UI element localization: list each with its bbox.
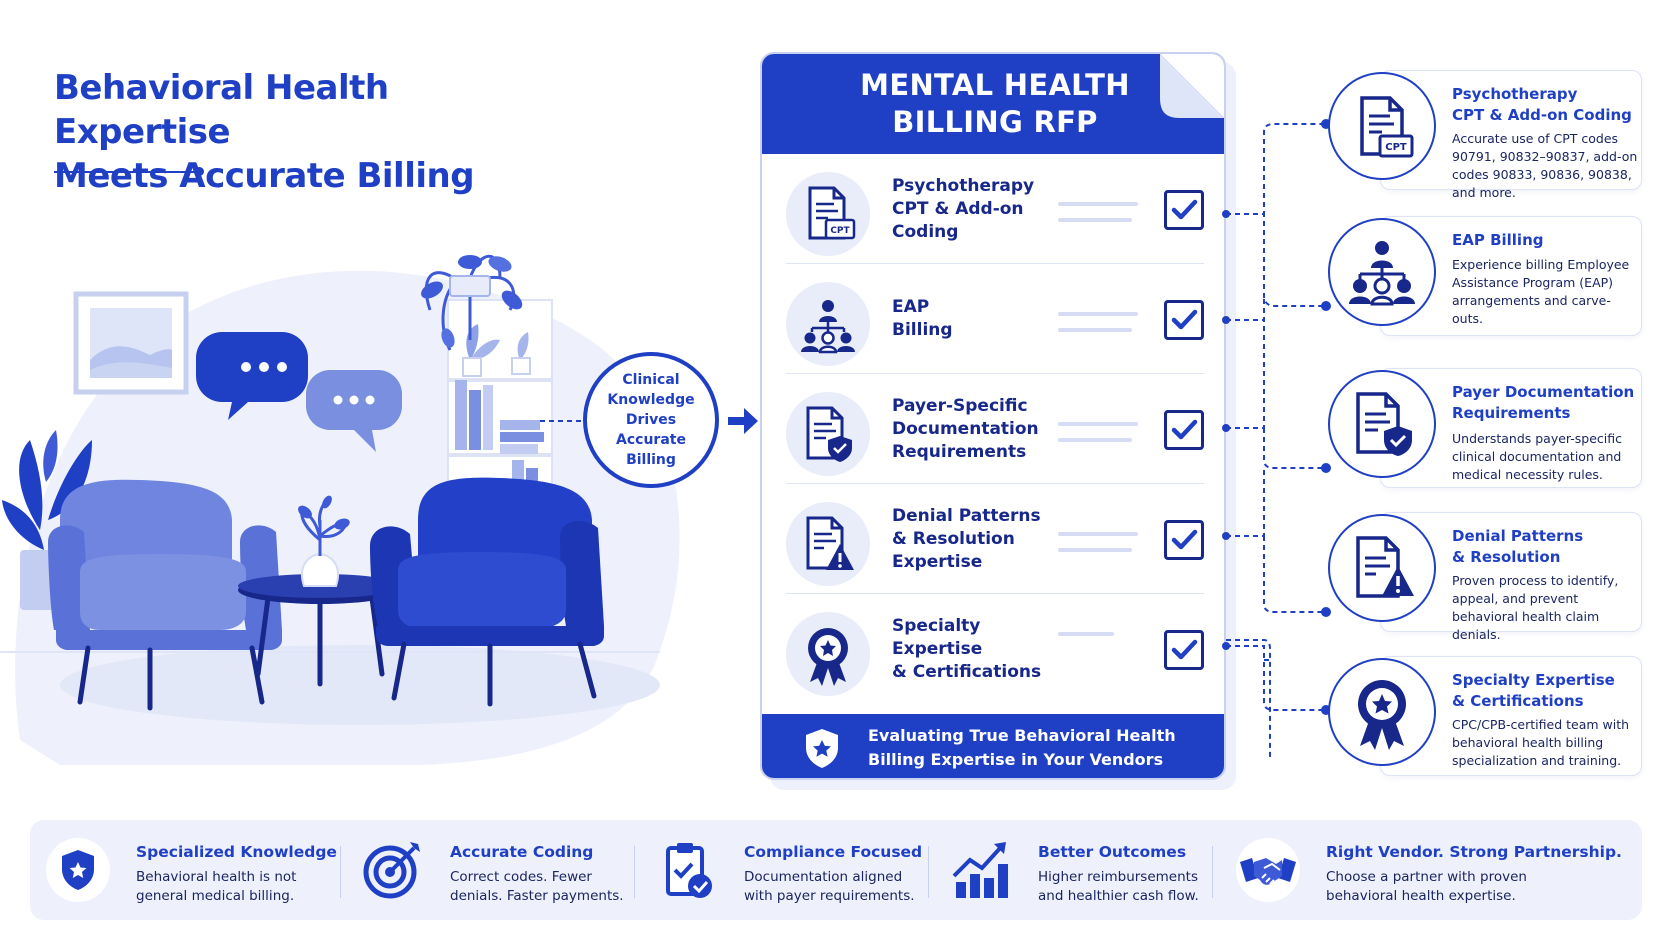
people-network-icon xyxy=(1328,218,1436,326)
rfp-row-label: Psychotherapy CPT & Add-on Coding xyxy=(892,175,1035,242)
feature-description: Experience billing Employee Assistance P… xyxy=(1452,257,1630,326)
placeholder-lines xyxy=(1058,532,1138,564)
placeholder-lines xyxy=(1058,632,1138,648)
rfp-row-label: Specialty Expertise & Certifications xyxy=(892,615,1042,682)
document-shield-icon xyxy=(786,392,870,476)
benefit-specialized-knowledge: Specialized Knowledge Behavioral health … xyxy=(30,820,340,920)
feature-payer-documentation: Payer Documentation Requirements Underst… xyxy=(1328,368,1642,488)
award-ribbon-icon xyxy=(786,612,870,696)
rfp-row-specialty: Specialty Expertise & Certifications xyxy=(786,594,1204,704)
rfp-row-payer-documentation: Payer-Specific Documentation Requirement… xyxy=(786,374,1204,484)
benefit-description: Behavioral health is not general medical… xyxy=(136,869,297,904)
rfp-document-footer: Evaluating True Behavioral Health Billin… xyxy=(762,714,1224,778)
checkbox-checked-icon[interactable] xyxy=(1164,520,1204,560)
rfp-document-body: MENTAL HEALTH BILLING RFP CPT Psychother… xyxy=(760,52,1226,780)
checkbox-checked-icon[interactable] xyxy=(1164,630,1204,670)
benefit-better-outcomes: Better Outcomes Higher reimbursements an… xyxy=(932,820,1222,920)
cpt-document-icon: CPT xyxy=(786,172,870,256)
headline: Behavioral Health Expertise Meets Accura… xyxy=(54,66,574,198)
therapy-room-illustration xyxy=(0,254,680,765)
hanging-plant xyxy=(424,254,516,351)
rfp-row-label: Payer-Specific Documentation Requirement… xyxy=(892,395,1039,462)
target-arrow-icon xyxy=(363,842,420,899)
speech-bubble-light xyxy=(306,370,402,452)
cpt-document-icon: CPT xyxy=(1328,72,1436,180)
feature-description: Understands payer-specific clinical docu… xyxy=(1452,431,1623,482)
growth-chart-icon xyxy=(952,842,1008,898)
placeholder-lines xyxy=(1058,422,1138,454)
feature-title: Denial Patterns & Resolution xyxy=(1452,527,1584,566)
rfp-row-label: EAP Billing xyxy=(892,297,953,340)
rfp-document: MENTAL HEALTH BILLING RFP CPT Psychother… xyxy=(760,52,1236,790)
benefit-description: Higher reimbursements and healthier cash… xyxy=(1038,869,1199,904)
feature-description: CPC/CPB-certified team with behavioral h… xyxy=(1452,717,1630,768)
checkbox-checked-icon[interactable] xyxy=(1164,300,1204,340)
benefit-title: Accurate Coding xyxy=(450,843,594,861)
rfp-title-line-2: BILLING RFP xyxy=(892,105,1098,139)
feature-title: Psychotherapy CPT & Add-on Coding xyxy=(1452,85,1632,124)
document-warning-icon xyxy=(1328,514,1436,622)
headline-line-2: Meets Accurate Billing xyxy=(54,156,475,196)
benefit-title: Compliance Focused xyxy=(744,843,923,861)
rfp-row-psychotherapy: CPT Psychotherapy CPT & Add-on Coding xyxy=(786,154,1204,264)
benefit-right-vendor: Right Vendor. Strong Partnership. Choose… xyxy=(1220,820,1640,920)
checkbox-checked-icon[interactable] xyxy=(1164,410,1204,450)
feature-title: Specialty Expertise & Certifications xyxy=(1452,671,1615,710)
arrow-right-icon xyxy=(728,408,758,434)
clinical-knowledge-badge: Clinical Knowledge Drives Accurate Billi… xyxy=(583,352,719,488)
checkbox-checked-icon[interactable] xyxy=(1164,190,1204,230)
benefit-description: Documentation aligned with payer require… xyxy=(744,869,915,904)
placeholder-lines xyxy=(1058,312,1138,344)
benefits-bar: Specialized Knowledge Behavioral health … xyxy=(30,820,1642,920)
people-network-icon xyxy=(786,282,870,366)
rfp-row-label: Denial Patterns & Resolution Expertise xyxy=(892,505,1041,572)
divider xyxy=(928,846,929,898)
floor-shadow xyxy=(60,645,660,725)
clinical-knowledge-text: Clinical Knowledge Drives Accurate Billi… xyxy=(607,372,695,468)
benefit-description: Choose a partner with proven behavioral … xyxy=(1326,869,1527,904)
speech-bubble-dark xyxy=(196,332,308,420)
clipboard-check-icon xyxy=(666,843,712,898)
feature-specialty-expertise: Specialty Expertise & Certifications CPC… xyxy=(1328,656,1642,776)
armchair-light xyxy=(48,479,282,711)
rfp-document-header: MENTAL HEALTH BILLING RFP xyxy=(762,54,1224,154)
headline-underline xyxy=(54,171,200,173)
feature-card xyxy=(1380,656,1642,776)
document-shield-icon xyxy=(1328,370,1436,478)
benefit-title: Better Outcomes xyxy=(1038,843,1187,861)
feature-description: Accurate use of CPT codes 90791, 90832–9… xyxy=(1452,131,1638,200)
feature-denial-patterns: Denial Patterns & Resolution Proven proc… xyxy=(1328,512,1642,642)
rfp-row-eap: EAP Billing xyxy=(786,264,1204,374)
benefit-title: Specialized Knowledge xyxy=(136,843,337,861)
placeholder-lines xyxy=(1058,202,1138,234)
benefit-title: Right Vendor. Strong Partnership. xyxy=(1326,843,1622,861)
feature-psychotherapy: CPT Psychotherapy CPT & Add-on Coding Ac… xyxy=(1328,70,1642,200)
star-shield-icon xyxy=(806,729,838,768)
shield-star-icon xyxy=(46,838,110,902)
page-fold-corner xyxy=(1160,54,1224,118)
feature-title: Payer Documentation Requirements xyxy=(1452,383,1635,422)
headline-line-1: Behavioral Health Expertise xyxy=(54,68,389,152)
rfp-footer-text: Evaluating True Behavioral Health Billin… xyxy=(868,726,1176,769)
benefit-compliance-focused: Compliance Focused Documentation aligned… xyxy=(638,820,938,920)
cpt-icon-text: CPT xyxy=(830,226,850,236)
coffee-table xyxy=(238,495,402,687)
benefit-accurate-coding: Accurate Coding Correct codes. Fewer den… xyxy=(344,820,644,920)
award-ribbon-icon xyxy=(1328,658,1436,766)
cpt-icon-text: CPT xyxy=(1385,142,1407,153)
divider xyxy=(1212,846,1213,898)
dashed-connectors xyxy=(1222,119,1331,760)
armchair-dark xyxy=(370,477,604,707)
feature-title: EAP Billing xyxy=(1452,231,1544,249)
feature-eap-billing: EAP Billing Experience billing Employee … xyxy=(1328,216,1642,336)
divider xyxy=(340,846,341,898)
handshake-icon xyxy=(1236,838,1300,902)
document-warning-icon xyxy=(786,502,870,586)
divider xyxy=(634,846,635,898)
rfp-title-line-1: MENTAL HEALTH xyxy=(860,68,1130,102)
benefit-description: Correct codes. Fewer denials. Faster pay… xyxy=(450,869,624,904)
rfp-row-denial-patterns: Denial Patterns & Resolution Expertise xyxy=(786,484,1204,594)
headline-underline-dot xyxy=(195,167,204,176)
feature-description: Proven process to identify, appeal, and … xyxy=(1452,573,1619,642)
